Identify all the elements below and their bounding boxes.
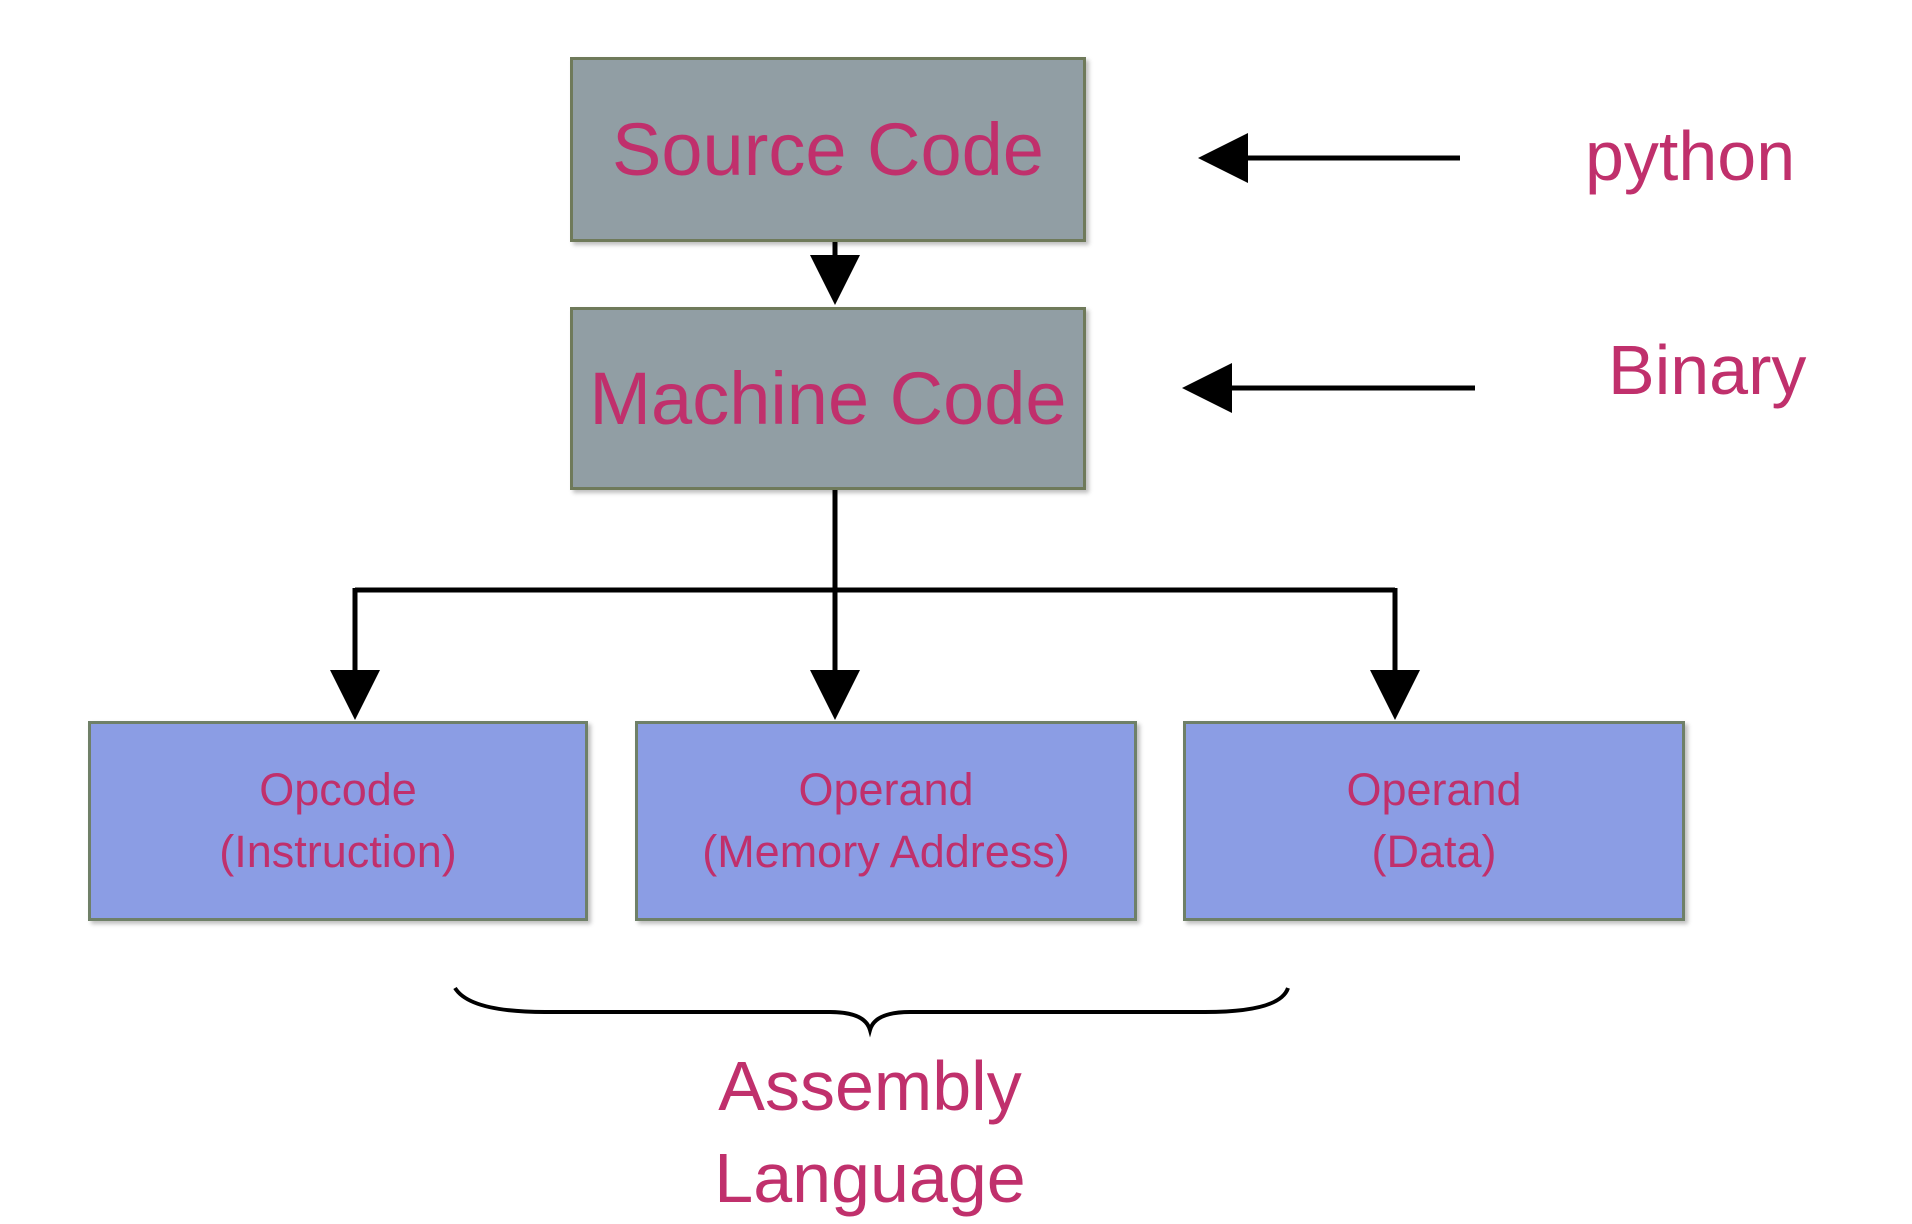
assembly-language-label: Assembly Language xyxy=(620,1040,1120,1224)
operand-data-box: Operand (Data) xyxy=(1183,721,1685,921)
binary-label: Binary xyxy=(1608,331,1807,409)
operand-address-line2: (Memory Address) xyxy=(702,826,1070,877)
machine-code-box: Machine Code xyxy=(570,307,1086,490)
operand-data-line2: (Data) xyxy=(1371,826,1497,877)
opcode-line1: Opcode xyxy=(259,764,417,815)
opcode-box: Opcode (Instruction) xyxy=(88,721,588,921)
machine-code-label: Machine Code xyxy=(589,357,1067,440)
operand-address-box: Operand (Memory Address) xyxy=(635,721,1137,921)
operand-address-line1: Operand xyxy=(798,764,974,815)
opcode-line2: (Instruction) xyxy=(219,826,457,877)
source-code-label: Source Code xyxy=(612,108,1044,191)
assembly-line1: Assembly xyxy=(718,1047,1022,1125)
operand-data-line1: Operand xyxy=(1346,764,1522,815)
curly-brace xyxy=(453,986,1290,1038)
python-label: python xyxy=(1585,117,1796,195)
assembly-line2: Language xyxy=(714,1139,1026,1217)
source-code-box: Source Code xyxy=(570,57,1086,242)
